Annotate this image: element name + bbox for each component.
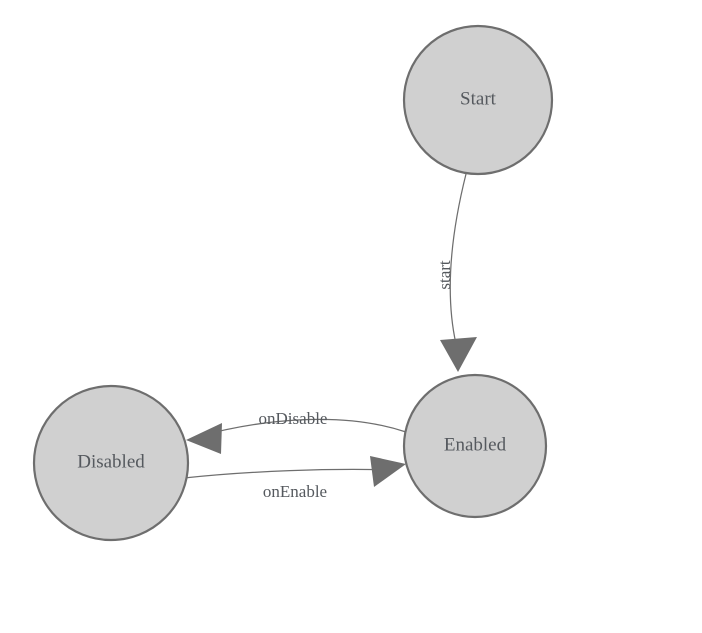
edge-start-to-enabled-arrowhead: [440, 337, 477, 372]
edge-enabled-to-disabled-arrowhead: [186, 423, 222, 454]
node-enabled[interactable]: Enabled: [402, 373, 548, 519]
edge-label-start: start: [435, 260, 454, 290]
edge-label-on-disable: onDisable: [259, 409, 328, 428]
node-start-circle: [402, 24, 554, 176]
edge-start-to-enabled[interactable]: [440, 173, 477, 372]
node-disabled-label: Disabled: [77, 451, 145, 472]
edge-start-to-enabled-path: [449, 173, 467, 345]
node-start[interactable]: Start: [402, 24, 554, 176]
edge-disabled-to-enabled-path: [183, 468, 395, 479]
node-disabled-circle: [32, 384, 190, 542]
edge-disabled-to-enabled-arrowhead: [370, 456, 406, 487]
node-start-label: Start: [460, 88, 497, 109]
node-enabled-circle: [402, 373, 548, 519]
edge-disabled-to-enabled[interactable]: [183, 456, 406, 487]
edge-label-on-enable: onEnable: [263, 482, 327, 501]
edge-enabled-to-disabled[interactable]: [186, 418, 407, 454]
node-enabled-label: Enabled: [444, 434, 507, 455]
node-disabled[interactable]: Disabled: [32, 384, 190, 542]
